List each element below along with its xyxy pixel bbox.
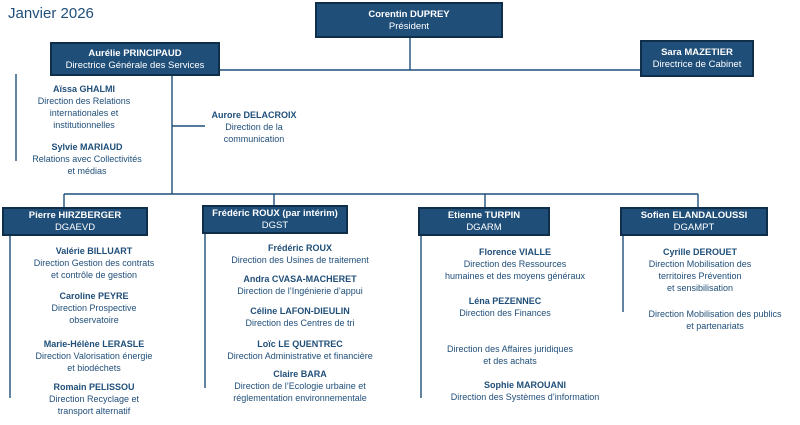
direction-name: Léna PEZENNEC — [468, 296, 542, 306]
branch-name: Frédéric ROUX (par intérim) — [212, 208, 338, 219]
branch-box-dgst: Frédéric ROUX (par intérim) DGST — [202, 205, 348, 234]
dgs-name: Aurélie PRINCIPAUD — [88, 48, 182, 59]
branch-box-dgarm: Etienne TURPIN DGARM — [418, 207, 550, 236]
direction-role-line: et contrôle de gestion — [50, 270, 138, 280]
direction-entry: Direction des Affaires juridiques et des… — [430, 343, 590, 367]
direction-role-line: Direction Valorisation énergie — [35, 351, 153, 361]
direction-role-line: Direction des Finances — [459, 308, 551, 318]
communication-name: Aurore DELACROIX — [211, 110, 297, 120]
direction-entry: Cyrille DEROUET Direction Mobilisation d… — [630, 246, 770, 294]
direction-entry: Frédéric ROUX Direction des Usines de tr… — [210, 242, 390, 266]
staff-role-line: Relations avec Collectivités — [32, 154, 142, 164]
direction-role-line: observatoire — [69, 315, 119, 325]
branch-code: DGAEVD — [54, 222, 96, 233]
direction-entry: Claire BARA Direction de l’Ecologie urba… — [210, 368, 390, 404]
date-label: Janvier 2026 — [8, 5, 94, 22]
branch-box-dgampt: Sofien ELANDALOUSSI DGAMPT — [620, 207, 768, 236]
direction-name: Andra CVASA-MACHERET — [243, 274, 357, 284]
direction-name: Romain PELISSOU — [53, 382, 135, 392]
communication-role-line: communication — [223, 134, 285, 144]
branch-code: DGST — [261, 220, 289, 231]
staff-role-line: institutionnelles — [53, 120, 115, 130]
direction-role-line: transport alternatif — [57, 406, 131, 416]
cabinet-box: Sara MAZETIER Directrice de Cabinet — [640, 40, 754, 77]
direction-name: Marie-Hélène LERASLE — [43, 339, 145, 349]
staff-name: Aïssa GHALMI — [52, 84, 115, 94]
direction-name: Loïc LE QUENTREC — [257, 339, 343, 349]
staff-entry: Sylvie MARIAUD Relations avec Collectivi… — [12, 141, 162, 177]
direction-role-line: et partenariats — [686, 321, 744, 331]
branch-code: DGARM — [466, 222, 502, 233]
direction-entry: Direction Mobilisation des publics et pa… — [632, 308, 798, 332]
branch-name: Pierre HIRZBERGER — [28, 210, 122, 221]
staff-role-line: Direction des Relations — [37, 96, 131, 106]
staff-role-line: internationales et — [49, 108, 119, 118]
president-name: Corentin DUPREY — [368, 9, 450, 20]
cabinet-name: Sara MAZETIER — [661, 47, 733, 58]
direction-name: Claire BARA — [273, 369, 327, 379]
president-box: Corentin DUPREY Président — [315, 2, 503, 38]
direction-role-line: Direction de l’Ecologie urbaine et — [234, 381, 366, 391]
direction-role-line: Direction des Ressources — [463, 259, 567, 269]
direction-role-line: Direction de l’Ingénierie d’appui — [237, 286, 363, 296]
direction-role-line: Direction Gestion des contrats — [33, 258, 155, 268]
direction-name: Céline LAFON-DIEULIN — [250, 306, 350, 316]
dgs-role: Directrice Générale des Services — [65, 60, 205, 71]
branch-box-dgaevd: Pierre HIRZBERGER DGAEVD — [2, 207, 148, 236]
direction-entry: Romain PELISSOU Direction Recyclage et t… — [20, 381, 168, 417]
direction-role-line: et biodéchets — [67, 363, 121, 373]
direction-role-line: Direction Prospective — [51, 303, 137, 313]
direction-name: Florence VIALLE — [478, 247, 551, 257]
direction-entry: Léna PEZENNEC Direction des Finances — [430, 295, 580, 319]
direction-entry: Florence VIALLE Direction des Ressources… — [430, 246, 600, 282]
direction-name: Cyrille DEROUET — [662, 247, 738, 257]
communication-entry: Aurore DELACROIX Direction de la communi… — [198, 109, 310, 145]
direction-entry: Marie-Hélène LERASLE Direction Valorisat… — [20, 338, 168, 374]
branch-name: Etienne TURPIN — [447, 210, 521, 221]
direction-role-line: et des achats — [483, 356, 537, 366]
direction-role-line: territoires Prévention — [658, 271, 742, 281]
direction-name: Sophie MAROUANI — [484, 380, 566, 390]
direction-role-line: Direction des Systèmes d’information — [450, 392, 600, 402]
direction-name: Valérie BILLUART — [55, 246, 133, 256]
branch-code: DGAMPT — [673, 222, 715, 233]
direction-role-line: et sensibilisation — [666, 283, 734, 293]
direction-entry: Céline LAFON-DIEULIN Direction des Centr… — [210, 305, 390, 329]
direction-role-line: réglementation environnementale — [233, 393, 367, 403]
staff-role-line: et médias — [67, 166, 107, 176]
direction-entry: Loïc LE QUENTREC Direction Administrativ… — [210, 338, 390, 362]
president-role: Président — [388, 21, 430, 32]
direction-entry: Andra CVASA-MACHERET Direction de l’Ingé… — [210, 273, 390, 297]
staff-entry: Aïssa GHALMI Direction des Relations int… — [14, 83, 154, 131]
direction-entry: Caroline PEYRE Direction Prospective obs… — [20, 290, 168, 326]
direction-entry: Sophie MAROUANI Direction des Systèmes d… — [430, 379, 620, 403]
direction-role-line: Direction Recyclage et — [48, 394, 140, 404]
direction-name: Frédéric ROUX — [267, 243, 333, 253]
communication-role-line: Direction de la — [225, 122, 283, 132]
direction-entry: Valérie BILLUART Direction Gestion des c… — [20, 245, 168, 281]
direction-name: Caroline PEYRE — [59, 291, 129, 301]
branch-name: Sofien ELANDALOUSSI — [640, 210, 748, 221]
direction-role-line: Direction Administrative et financière — [227, 351, 373, 361]
dgs-box: Aurélie PRINCIPAUD Directrice Générale d… — [50, 42, 220, 76]
direction-role-line: Direction des Affaires juridiques — [447, 344, 573, 354]
staff-name: Sylvie MARIAUD — [51, 142, 123, 152]
direction-role-line: Direction des Usines de traitement — [231, 255, 369, 265]
direction-role-line: Direction Mobilisation des publics — [648, 309, 782, 319]
direction-role-line: Direction des Centres de tri — [245, 318, 355, 328]
direction-role-line: humaines et des moyens généraux — [444, 271, 586, 281]
direction-role-line: Direction Mobilisation des — [648, 259, 752, 269]
cabinet-role: Directrice de Cabinet — [652, 59, 742, 70]
